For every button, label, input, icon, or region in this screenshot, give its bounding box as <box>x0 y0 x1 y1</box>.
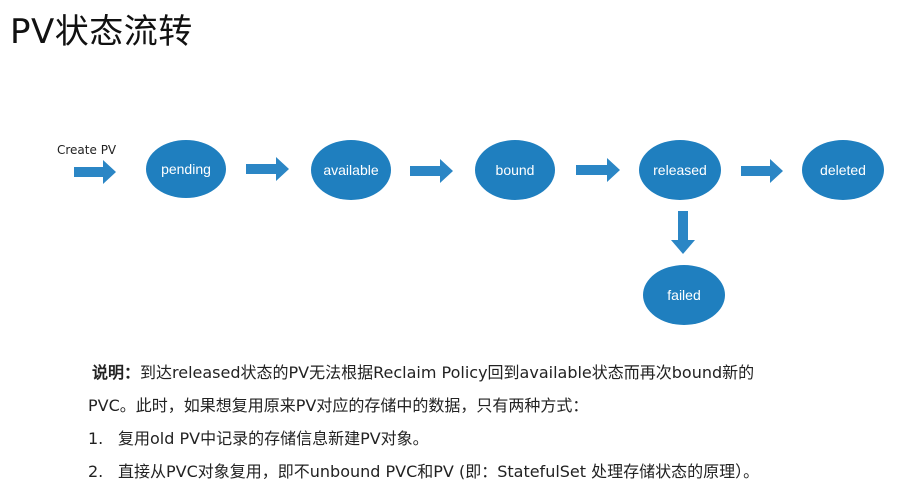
state-failed-node <box>643 265 725 325</box>
state-bound-label: bound <box>496 162 535 178</box>
state-flow-diagram: pending available bound released deleted… <box>74 140 884 325</box>
arrow-pending-to-available <box>246 157 289 181</box>
notes-item-2-number: 2. <box>88 462 104 481</box>
arrow-released-to-failed <box>671 211 695 254</box>
notes-line-2: PVC。此时，如果想复用原来PV对应的存储中的数据，只有两种方式： <box>88 396 589 415</box>
notes-item-2: 2. 直接从PVC对象复用，即不unbound PVC和PV (即：Statefu… <box>88 455 892 488</box>
notes-line-1: 说明：到达released状态的PV无法根据Reclaim Policy回到av… <box>92 356 892 389</box>
notes-item-2-text: 直接从PVC对象复用，即不unbound PVC和PV (即：StatefulS… <box>118 462 760 481</box>
state-available-node <box>311 140 391 200</box>
create-pv-label: Create PV <box>57 143 117 157</box>
state-available-label: available <box>323 162 378 178</box>
state-released-node <box>639 140 721 200</box>
state-pending-node <box>146 140 226 198</box>
state-deleted-node <box>802 140 884 200</box>
notes-section: 说明：到达released状态的PV无法根据Reclaim Policy回到av… <box>88 356 892 488</box>
arrow-create-to-pending <box>74 160 116 184</box>
notes-label: 说明： <box>92 363 141 382</box>
page-title: PV状态流转 <box>10 12 193 52</box>
state-released-label: released <box>653 162 707 178</box>
arrow-available-to-bound <box>410 159 453 183</box>
state-bound-node <box>475 140 555 200</box>
state-failed-label: failed <box>667 287 700 303</box>
state-pending-label: pending <box>161 161 211 177</box>
notes-item-1: 1. 复用old PV中记录的存储信息新建PV对象。 <box>88 422 892 455</box>
arrow-released-to-deleted <box>741 159 783 183</box>
arrow-bound-to-released <box>576 158 620 182</box>
state-deleted-label: deleted <box>820 162 866 178</box>
notes-text-line1: 到达released状态的PV无法根据Reclaim Policy回到avail… <box>140 363 755 382</box>
notes-item-1-text: 复用old PV中记录的存储信息新建PV对象。 <box>118 429 429 448</box>
notes-item-1-number: 1. <box>88 429 104 448</box>
